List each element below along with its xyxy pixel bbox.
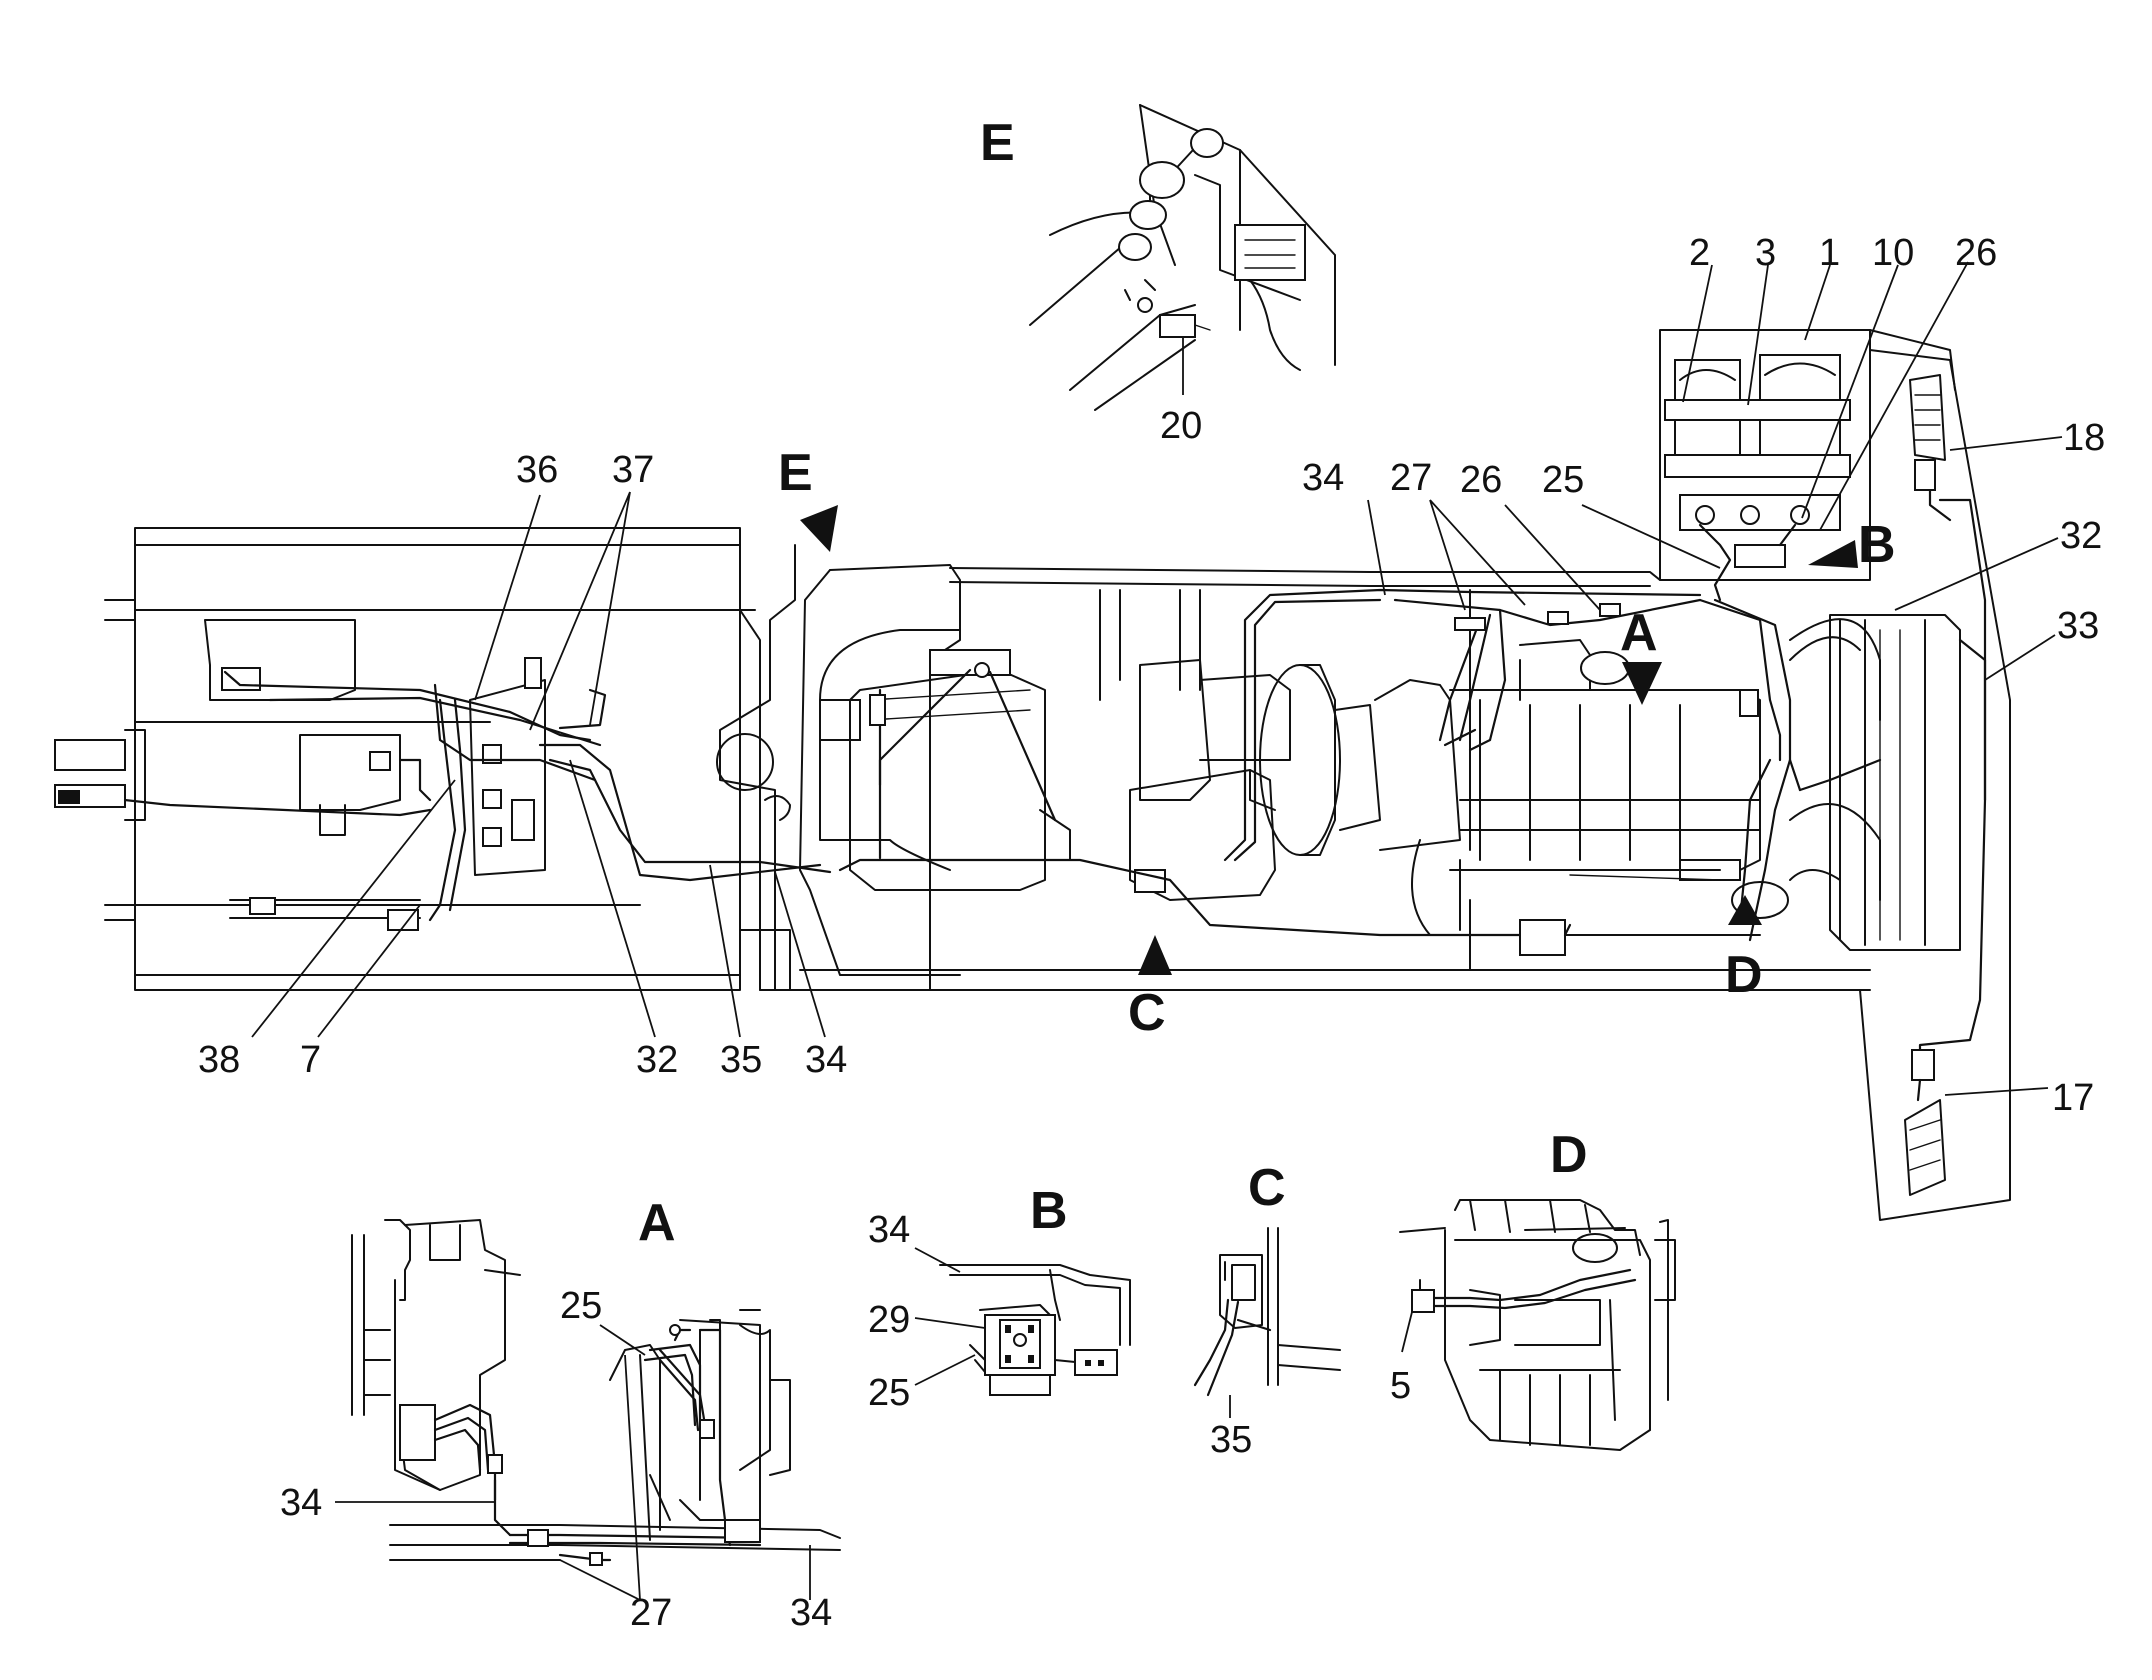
detail-c-callout-35: 35	[1210, 1419, 1252, 1461]
view-marker-a: A	[1620, 604, 1662, 705]
detail-d-view: D 5	[1390, 1126, 1676, 1451]
detail-b-view: B 34 29 25	[868, 1182, 1131, 1414]
detail-c-title: C	[1248, 1159, 1286, 1217]
callout-2: 2	[1689, 232, 1710, 274]
svg-text:C: C	[1128, 984, 1166, 1042]
callout-1: 1	[1819, 232, 1840, 274]
callout-34-bottom: 34	[805, 1039, 847, 1081]
detail-e-title: E	[980, 114, 1015, 172]
callout-18: 18	[2063, 417, 2105, 459]
svg-text:E: E	[778, 444, 813, 502]
svg-text:B: B	[1858, 516, 1896, 574]
detail-b-callout-29: 29	[868, 1299, 910, 1341]
callout-34-top: 34	[1302, 457, 1344, 499]
svg-text:A: A	[1620, 604, 1658, 662]
view-marker-e: E	[778, 444, 838, 552]
detail-a-callout-25: 25	[560, 1285, 602, 1327]
callout-38: 38	[198, 1039, 240, 1081]
view-marker-c: C	[1128, 935, 1172, 1042]
svg-text:D: D	[1725, 946, 1763, 1004]
callout-20: 20	[1160, 405, 1202, 447]
callout-35-main: 35	[720, 1039, 762, 1081]
detail-a-callout-27: 27	[630, 1592, 672, 1634]
callout-37: 37	[612, 449, 654, 491]
detail-a-view: A	[280, 1194, 841, 1634]
detail-a-callout-34-left: 34	[280, 1482, 322, 1524]
detail-e-view: E 20	[980, 104, 1336, 447]
callout-10: 10	[1872, 232, 1914, 274]
detail-d-title: D	[1550, 1126, 1588, 1184]
detail-b-callout-34: 34	[868, 1209, 910, 1251]
callout-32-right: 32	[2060, 515, 2102, 557]
detail-a-callout-34-right: 34	[790, 1592, 832, 1634]
view-marker-b: B	[1808, 516, 1896, 574]
callout-7: 7	[300, 1039, 321, 1081]
callout-17: 17	[2052, 1077, 2094, 1119]
callout-33: 33	[2057, 605, 2099, 647]
detail-a-title: A	[638, 1194, 676, 1252]
callout-26-top: 26	[1955, 232, 1997, 274]
detail-b-title: B	[1030, 1182, 1068, 1240]
callout-25-top: 25	[1542, 459, 1584, 501]
callout-3: 3	[1755, 232, 1776, 274]
callout-26-mid: 26	[1460, 459, 1502, 501]
detail-c-view: C 35	[1193, 1159, 1341, 1461]
callout-36: 36	[516, 449, 558, 491]
view-marker-d: D	[1725, 895, 1763, 1004]
callout-27-top: 27	[1390, 457, 1432, 499]
main-chassis-view: E B A C D	[54, 232, 2105, 1221]
callout-32-bottom: 32	[636, 1039, 678, 1081]
detail-b-callout-25: 25	[868, 1372, 910, 1414]
detail-d-callout-5: 5	[1390, 1365, 1411, 1407]
